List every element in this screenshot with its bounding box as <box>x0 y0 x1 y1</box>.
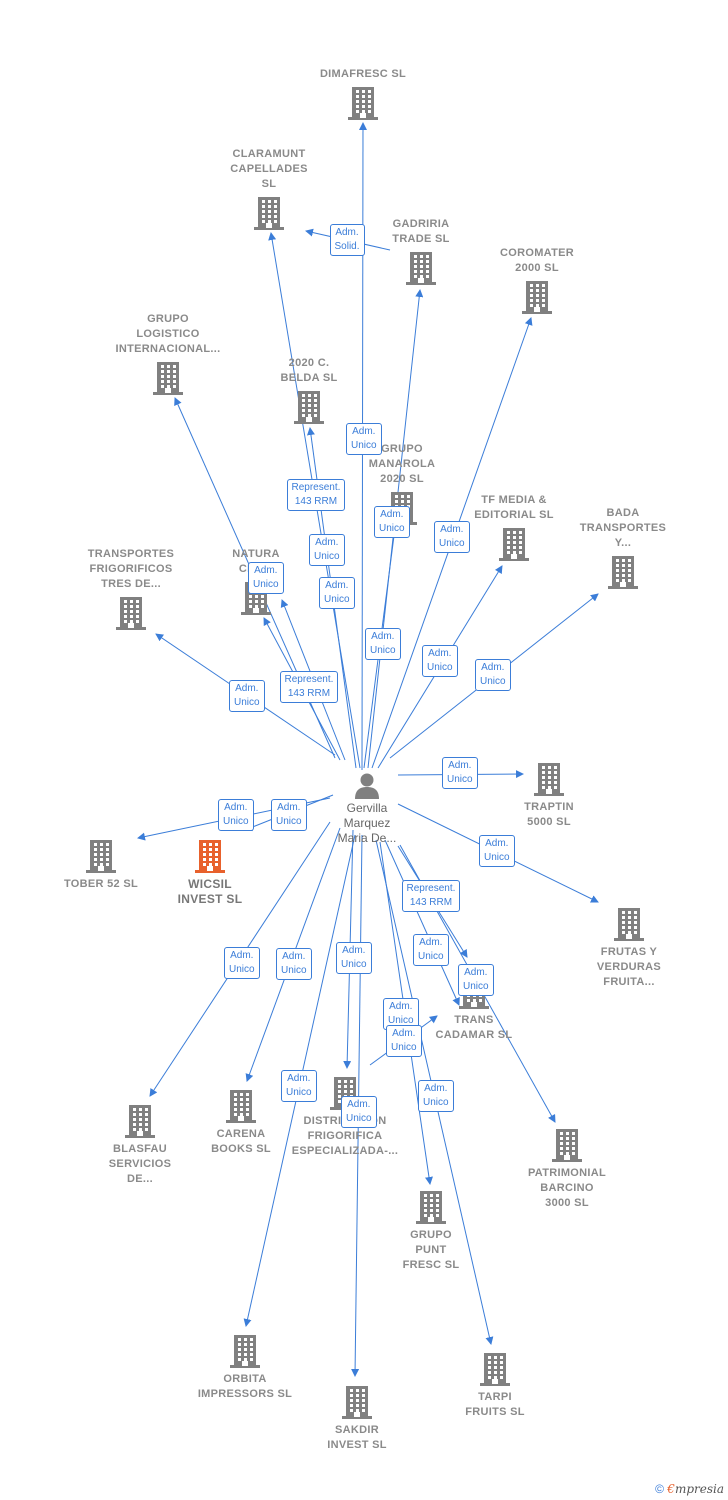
company-label[interactable]: BLASFAU SERVICIOS DE... <box>108 1143 172 1185</box>
copyright-icon: © <box>655 1482 664 1496</box>
relation-label[interactable]: Adm. Unico <box>479 835 515 867</box>
relation-label[interactable]: Adm. Unico <box>374 506 410 538</box>
building-icon <box>348 87 378 120</box>
relation-label[interactable]: Adm. Unico <box>248 562 284 594</box>
relation-label[interactable]: Adm. Unico <box>341 1096 377 1128</box>
relation-label[interactable]: Represent. 143 RRM <box>279 671 339 703</box>
company-label[interactable]: CARENA BOOKS SL <box>211 1128 271 1155</box>
company-label[interactable]: TF MEDIA & EDITORIAL SL <box>474 494 554 521</box>
relation-label[interactable]: Adm. Unico <box>434 521 470 553</box>
building-icon <box>522 281 552 314</box>
company-node-belda[interactable]: 2020 C. BELDA SL <box>229 356 389 424</box>
relation-label[interactable]: Adm. Unico <box>224 947 260 979</box>
building-icon <box>406 252 436 285</box>
empresia-logo: €mpresia <box>667 1482 724 1496</box>
building-icon <box>195 840 225 873</box>
company-node-sakdir[interactable]: SAKDIR INVEST SL <box>277 1385 437 1453</box>
building-icon <box>153 362 183 395</box>
company-node-bada[interactable]: BADA TRANSPORTES Y... <box>543 506 703 589</box>
building-icon <box>614 908 644 941</box>
building-icon <box>86 840 116 873</box>
building-icon <box>226 1090 256 1123</box>
company-label[interactable]: TRANSPORTES FRIGORIFICOS TRES DE... <box>87 548 175 590</box>
relation-label[interactable]: Adm. Unico <box>281 1070 317 1102</box>
relation-label[interactable]: Adm. Unico <box>336 942 372 974</box>
building-icon <box>608 556 638 589</box>
company-label[interactable]: ORBITA IMPRESSORS SL <box>197 1373 293 1400</box>
relation-label[interactable]: Adm. Unico <box>418 1080 454 1112</box>
relation-label[interactable]: Adm. Unico <box>413 934 449 966</box>
relation-label[interactable]: Represent. 143 RRM <box>401 880 461 912</box>
company-node-tober[interactable]: TOBER 52 SL <box>21 839 181 892</box>
company-node-gadriria[interactable]: GADRIRIA TRADE SL <box>341 217 501 285</box>
relation-label[interactable]: Represent. 143 RRM <box>286 479 346 511</box>
building-icon <box>416 1191 446 1224</box>
relation-label[interactable]: Adm. Unico <box>276 948 312 980</box>
company-label[interactable]: GADRIRIA TRADE SL <box>392 218 450 245</box>
company-node-frutas[interactable]: FRUTAS Y VERDURAS FRUITA... <box>549 907 709 990</box>
company-label[interactable]: TRANS CADAMAR SL <box>435 1014 513 1041</box>
relation-label[interactable]: Adm. Unico <box>422 645 458 677</box>
company-node-tarpi[interactable]: TARPI FRUITS SL <box>415 1352 575 1420</box>
person-label[interactable]: Gervilla Marquez Maria De... <box>337 801 397 845</box>
company-label[interactable]: TARPI FRUITS SL <box>465 1391 525 1418</box>
person-icon <box>355 773 379 799</box>
footer-brand: © €mpresia <box>655 1482 724 1496</box>
building-icon <box>534 763 564 796</box>
company-label[interactable]: TOBER 52 SL <box>63 878 138 890</box>
relation-label[interactable]: Adm. Unico <box>458 964 494 996</box>
building-icon <box>499 528 529 561</box>
building-icon <box>480 1353 510 1386</box>
company-label[interactable]: WICSIL INVEST SL <box>177 877 243 906</box>
building-icon <box>552 1129 582 1162</box>
building-icon <box>116 597 146 630</box>
relation-label[interactable]: Adm. Unico <box>475 659 511 691</box>
company-node-grupo-logistico[interactable]: GRUPO LOGISTICO INTERNACIONAL... <box>88 312 248 395</box>
company-node-orbita[interactable]: ORBITA IMPRESSORS SL <box>165 1334 325 1402</box>
building-icon <box>342 1386 372 1419</box>
company-label[interactable]: TRAPTIN 5000 SL <box>524 801 574 828</box>
building-icon <box>254 197 284 230</box>
relation-label[interactable]: Adm. Unico <box>218 799 254 831</box>
company-node-blasfau[interactable]: BLASFAU SERVICIOS DE... <box>60 1104 220 1187</box>
company-node-traptin[interactable]: TRAPTIN 5000 SL <box>469 762 629 830</box>
company-label[interactable]: GRUPO PUNT FRESC SL <box>402 1229 460 1271</box>
building-icon <box>294 391 324 424</box>
relation-label[interactable]: Adm. Unico <box>271 799 307 831</box>
company-label[interactable]: BADA TRANSPORTES Y... <box>579 507 667 549</box>
company-node-grupo-punt[interactable]: GRUPO PUNT FRESC SL <box>351 1190 511 1273</box>
relation-label[interactable]: Adm. Unico <box>229 680 265 712</box>
company-node-claramunt[interactable]: CLARAMUNT CAPELLADES SL <box>189 147 349 230</box>
company-node-dimafresc[interactable]: DIMAFRESC SL <box>283 67 443 120</box>
company-label[interactable]: FRUTAS Y VERDURAS FRUITA... <box>596 946 662 988</box>
company-label[interactable]: COROMATER 2000 SL <box>500 247 574 274</box>
company-node-carena[interactable]: CARENA BOOKS SL <box>161 1089 321 1157</box>
relation-label[interactable]: Adm. Unico <box>442 757 478 789</box>
company-node-coromater[interactable]: COROMATER 2000 SL <box>457 246 617 314</box>
company-label[interactable]: SAKDIR INVEST SL <box>327 1424 387 1451</box>
company-node-patrimonial[interactable]: PATRIMONIAL BARCINO 3000 SL <box>487 1128 647 1211</box>
company-label[interactable]: GRUPO LOGISTICO INTERNACIONAL... <box>115 313 221 355</box>
building-icon <box>125 1105 155 1138</box>
relation-label[interactable]: Adm. Unico <box>319 577 355 609</box>
company-label[interactable]: 2020 C. BELDA SL <box>280 357 338 384</box>
relation-label[interactable]: Adm. Unico <box>309 534 345 566</box>
company-label[interactable]: PATRIMONIAL BARCINO 3000 SL <box>527 1167 607 1209</box>
company-label[interactable]: CLARAMUNT CAPELLADES SL <box>230 148 308 190</box>
edge-distribucion-cadamar <box>384 839 460 1006</box>
relation-label[interactable]: Adm. Unico <box>346 423 382 455</box>
relation-label[interactable]: Adm. Unico <box>386 1025 422 1057</box>
relation-label[interactable]: Adm. Solid. <box>329 224 365 256</box>
company-node-tf-media[interactable]: TF MEDIA & EDITORIAL SL <box>434 493 594 561</box>
company-label[interactable]: DIMAFRESC SL <box>319 68 407 80</box>
company-node-wicsil[interactable]: WICSIL INVEST SL <box>130 839 290 907</box>
company-node-transportes-frig[interactable]: TRANSPORTES FRIGORIFICOS TRES DE... <box>51 547 211 630</box>
building-icon <box>230 1335 260 1368</box>
company-label[interactable]: GRUPO MANAROLA 2020 SL <box>368 443 436 485</box>
person-node[interactable]: Gervilla Marquez Maria De... <box>307 771 427 846</box>
relation-label[interactable]: Adm. Unico <box>365 628 401 660</box>
